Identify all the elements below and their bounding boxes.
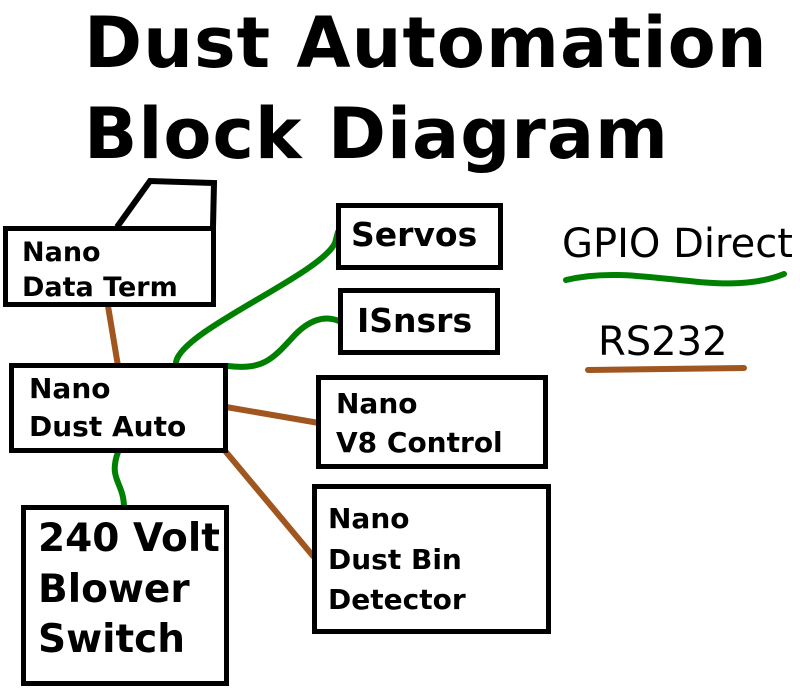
blower-label-3: Switch	[38, 617, 186, 663]
legend-rs232-label: RS232	[598, 319, 728, 365]
data-term-antenna	[114, 177, 218, 229]
nano-dust-bin-detector-block: Nano Dust Bin Detector	[312, 484, 551, 634]
dust-bin-label-1: Nano	[328, 502, 410, 535]
gpio-link-dustauto-servos	[173, 229, 341, 365]
gpio-link-dustauto-blower	[111, 449, 127, 511]
rs232-link-dataterm-dustauto	[105, 303, 121, 369]
dust-auto-label-1: Nano	[29, 372, 111, 405]
legend-gpio-swatch	[563, 271, 787, 287]
sensors-label: ISnsrs	[357, 301, 473, 340]
blower-label-2: Blower	[38, 566, 190, 612]
nano-dust-auto-block: Nano Dust Auto	[9, 363, 228, 453]
blower-switch-block: 240 Volt Blower Switch	[21, 505, 229, 686]
nano-v8-control-block: Nano V8 Control	[316, 375, 548, 469]
servos-label: Servos	[351, 215, 478, 254]
dust-bin-label-3: Detector	[328, 583, 466, 617]
legend-gpio-label: GPIO Direct	[562, 221, 793, 267]
title-line-2: Block Diagram	[84, 93, 669, 175]
v8-control-label-1: Nano	[336, 387, 418, 420]
dust-bin-label-2: Dust Bin	[328, 542, 462, 576]
sensors-block: ISnsrs	[338, 288, 500, 355]
gpio-link-dustauto-sensors	[225, 315, 344, 370]
v8-control-label-2: V8 Control	[336, 426, 503, 460]
blower-label-1: 240 Volt	[38, 516, 220, 561]
title-line-1: Dust Automation	[84, 2, 768, 84]
rs232-link-dustauto-dustbin	[223, 449, 316, 559]
data-term-label-1: Nano	[22, 237, 101, 268]
nano-data-term-block: Nano Data Term	[3, 226, 216, 307]
legend-rs232-swatch	[585, 365, 747, 373]
rs232-link-dustauto-v8control	[223, 404, 322, 426]
dust-auto-label-2: Dust Auto	[29, 409, 187, 443]
data-term-label-2: Data Term	[22, 272, 178, 304]
servos-block: Servos	[336, 203, 503, 270]
